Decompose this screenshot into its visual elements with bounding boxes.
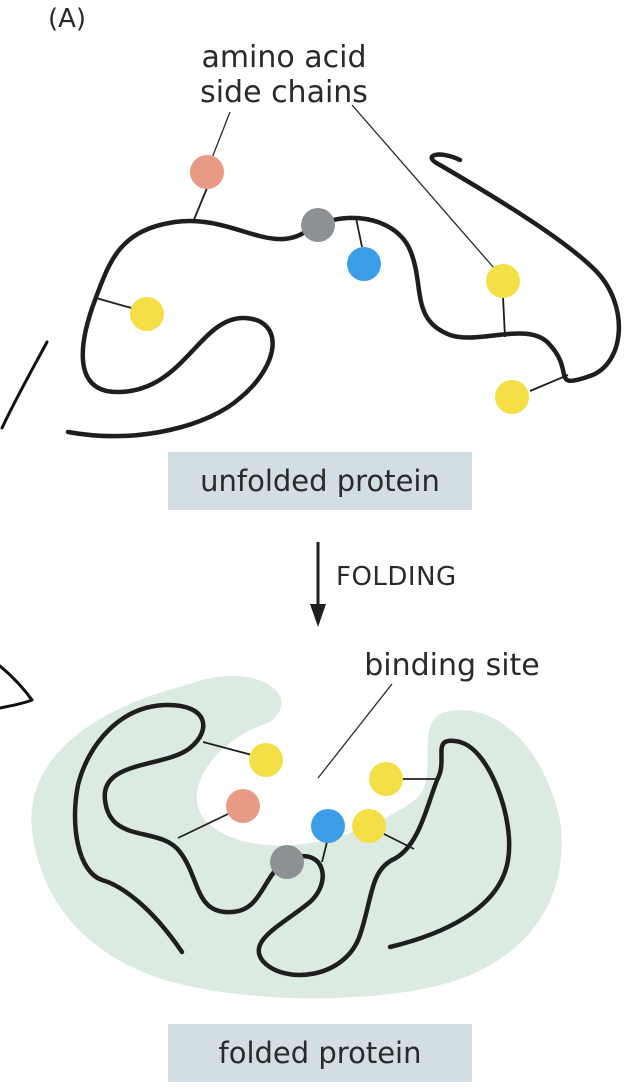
- side-chain-salmon: [190, 155, 224, 189]
- panel-label: (A): [48, 4, 86, 34]
- folded-protein: binding site folded protein: [31, 648, 562, 1082]
- unfolded-caption: unfolded protein: [200, 464, 440, 498]
- hand-drawn-arrowhead: [0, 664, 34, 710]
- side-chain-yellow: [369, 762, 403, 796]
- hand-drawn-stroke: [0, 340, 49, 430]
- binding-site-leader: [317, 683, 393, 779]
- stick-yellow-bottom: [529, 374, 569, 392]
- folding-label: FOLDING: [336, 562, 457, 592]
- folded-protein-shape: [31, 675, 562, 999]
- side-chain-yellow: [495, 380, 529, 414]
- unfolded-caption-box: [168, 452, 472, 510]
- side-chain-blue: [311, 809, 345, 843]
- binding-site-label: binding site: [364, 648, 540, 683]
- side-chains-leader-left: [211, 111, 231, 159]
- stick-salmon: [177, 813, 229, 839]
- side-chains-label-line1: amino acid: [201, 40, 366, 75]
- stick-salmon: [192, 187, 208, 223]
- side-chain-blue: [347, 247, 381, 281]
- stick-yellow-right: [502, 296, 506, 338]
- folding-arrow: FOLDING: [310, 542, 457, 627]
- side-chain-salmon: [226, 789, 260, 823]
- stick-blue: [321, 841, 328, 863]
- unfolded-protein: amino acid side chains unfolded protein: [65, 40, 622, 510]
- side-chain-gray: [270, 845, 304, 879]
- stick-yellow-top-left: [202, 741, 253, 756]
- folded-caption: folded protein: [219, 1036, 422, 1070]
- side-chains-label-line2: side chains: [200, 75, 368, 110]
- side-chain-yellow: [352, 809, 386, 843]
- side-chains-leader-right: [351, 104, 495, 269]
- stick-yellow-right-bottom: [383, 833, 415, 850]
- side-chain-yellow: [130, 297, 164, 331]
- side-chain-yellow: [486, 264, 520, 298]
- side-chain-yellow: [249, 743, 283, 777]
- stick-yellow-left: [95, 297, 136, 310]
- side-chain-gray: [301, 208, 335, 242]
- folded-caption-box: [168, 1024, 472, 1082]
- unfolded-backbone: [65, 152, 622, 439]
- stick-blue: [355, 217, 363, 248]
- arrowhead: [310, 604, 326, 627]
